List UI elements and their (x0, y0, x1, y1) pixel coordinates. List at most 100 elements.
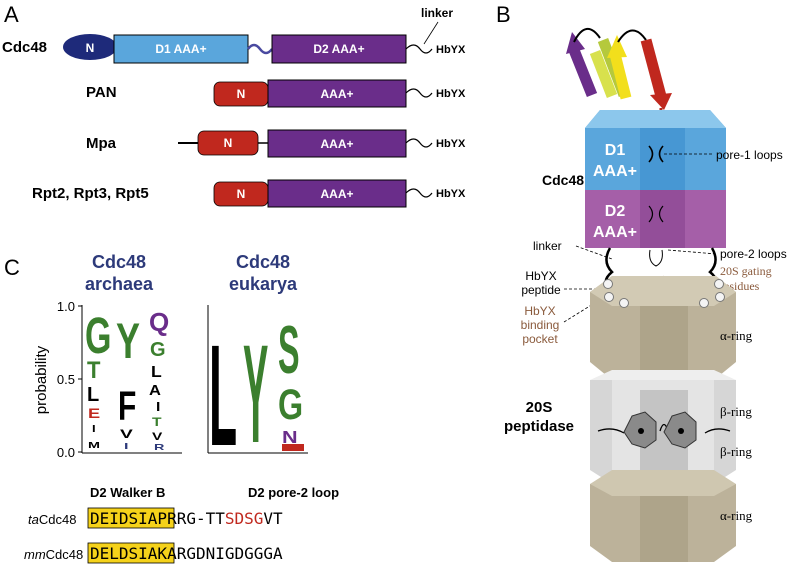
logo-eukarya-title-1: Cdc48 (236, 252, 290, 272)
cdc48-c-tail (405, 44, 433, 54)
pore2-lower (649, 249, 663, 267)
hbyx-peptide-label-1: HbYX (525, 269, 556, 283)
logo-letter: M (88, 441, 100, 450)
logo-ylabel: probability (33, 345, 50, 414)
logo-letter: E (88, 406, 100, 422)
mpa-aaa-label: AAA+ (320, 137, 353, 151)
rpt-aaa-domain (267, 179, 407, 208)
pan-aaa-domain (267, 79, 407, 108)
hbyx-label-rpt: HbYX (436, 188, 466, 200)
seq-ta: DEIDSIAPRRG-TTSDSGVT (90, 509, 283, 528)
cdc48-d1-label: D1 AAA+ (155, 42, 206, 56)
pan-n-domain: N (213, 81, 269, 107)
cdc48-interdomain-linker (247, 43, 273, 55)
panel-a-letter: A (4, 2, 19, 27)
linker-pointer-b (575, 245, 613, 260)
panel-c-letter: C (4, 255, 20, 280)
pore2-pointer (667, 249, 717, 255)
logo-archaea: G T L E I M Y F V I Q G L A I T V R (85, 307, 169, 452)
logo-letter: N (282, 428, 298, 448)
substrate-channel (597, 428, 731, 434)
pan-c-tail (405, 88, 433, 98)
ytick-label-0: 0.0 (57, 445, 75, 460)
hbyx-pockets (603, 279, 725, 308)
alpha-ring-bottom (590, 470, 736, 562)
hbyx-peptide-label-2: peptide (521, 283, 561, 297)
cdc48-complex-label: Cdc48 (542, 172, 584, 188)
logo-archaea-title-2: archaea (85, 274, 154, 294)
d1-ring (585, 110, 726, 190)
cdc48-d2-label: D2 AAA+ (313, 42, 364, 56)
cdc48-d2-domain (271, 34, 407, 64)
alpha-ring-label-top: α-ring (720, 328, 753, 343)
mpa-n-domain: N (197, 130, 259, 156)
logo-letter: T (152, 415, 162, 429)
peptidase-label-1: 20S (526, 399, 553, 416)
ytick-label-1: 1.0 (57, 299, 75, 314)
protein-name-mpa: Mpa (86, 135, 117, 152)
logo-letter: V (120, 428, 133, 441)
logo-letter: L (209, 314, 237, 476)
cdc48-n-domain (63, 34, 117, 60)
hbyx-label-mpa: HbYX (436, 138, 466, 150)
pocket-label-1: HbYX (524, 304, 555, 318)
seq-mm: DELDSIAKARGDNIGDGGGA (90, 544, 283, 563)
seq-species-ta: taCdc48 (28, 512, 76, 527)
peptidase-label-2: peptidase (504, 418, 574, 435)
logo-letter: R (154, 443, 165, 452)
linker-label-b: linker (533, 239, 562, 253)
substrate-strands (566, 28, 672, 179)
mpa-n-label: N (224, 136, 233, 150)
beta-ring-label-1: β-ring (720, 404, 752, 419)
logo-small-red-letters (282, 444, 304, 451)
alpha-ring-top (590, 276, 736, 380)
logo-letter: T (87, 356, 100, 383)
rpt-n-domain: N (213, 181, 269, 207)
hbyx-label-pan: HbYX (436, 88, 466, 100)
logo-letter: I (92, 424, 96, 434)
logo-archaea-title-1: Cdc48 (92, 252, 146, 272)
protein-name-cdc48: Cdc48 (2, 39, 47, 56)
pan-n-label: N (237, 87, 246, 101)
rpt-aaa-label: AAA+ (320, 187, 353, 201)
pore2-label: D2 pore-2 loop (248, 485, 339, 500)
logo-letter: L (87, 384, 99, 406)
linker-pointer (423, 21, 439, 45)
protein-name-pan: PAN (86, 84, 117, 101)
walker-highlight-ta (87, 507, 175, 529)
logo-letter: S (278, 313, 300, 388)
d1-label-1: D1 (605, 142, 626, 159)
logo-letter: F (118, 384, 136, 429)
logo-eukarya-title-2: eukarya (229, 274, 298, 294)
cdc48-n-label: N (86, 41, 95, 55)
pore1-label: pore-1 loops (716, 148, 783, 162)
alpha-ring-label-bottom: α-ring (720, 508, 753, 523)
linker-label: linker (421, 6, 453, 20)
walker-b-label: D2 Walker B (90, 485, 165, 500)
logo-letter: A (149, 383, 161, 399)
logo-letter: Q (149, 307, 169, 337)
beta-rings (590, 370, 736, 484)
rpt-n-label: N (237, 187, 246, 201)
pore2-label: pore-2 loops (720, 247, 787, 261)
pore1-loops-shape (648, 145, 664, 163)
ytick-label-05: 0.5 (57, 372, 75, 387)
protein-name-rpt: Rpt2, Rpt3, Rpt5 (32, 185, 149, 202)
pore2-loops-shape (648, 205, 664, 223)
logo-letter: V (152, 430, 162, 442)
logo-letter: L (151, 363, 162, 381)
d2-label-1: D2 (605, 203, 626, 220)
logo-letter: I (124, 442, 128, 451)
gating-label-1: 20S gating (720, 264, 772, 278)
d2-ring (585, 190, 726, 248)
mpa-aaa-domain (267, 129, 407, 158)
pocket-label-3: pocket (522, 332, 558, 346)
active-sites (623, 411, 697, 449)
rpt-c-tail (405, 188, 433, 198)
logo-letter: Y (243, 315, 268, 472)
hbyx-label-cdc48: HbYX (436, 44, 466, 56)
beta-ring-label-2: β-ring (720, 444, 752, 459)
mpa-c-tail (405, 138, 433, 148)
walker-highlight-mm (87, 542, 175, 564)
